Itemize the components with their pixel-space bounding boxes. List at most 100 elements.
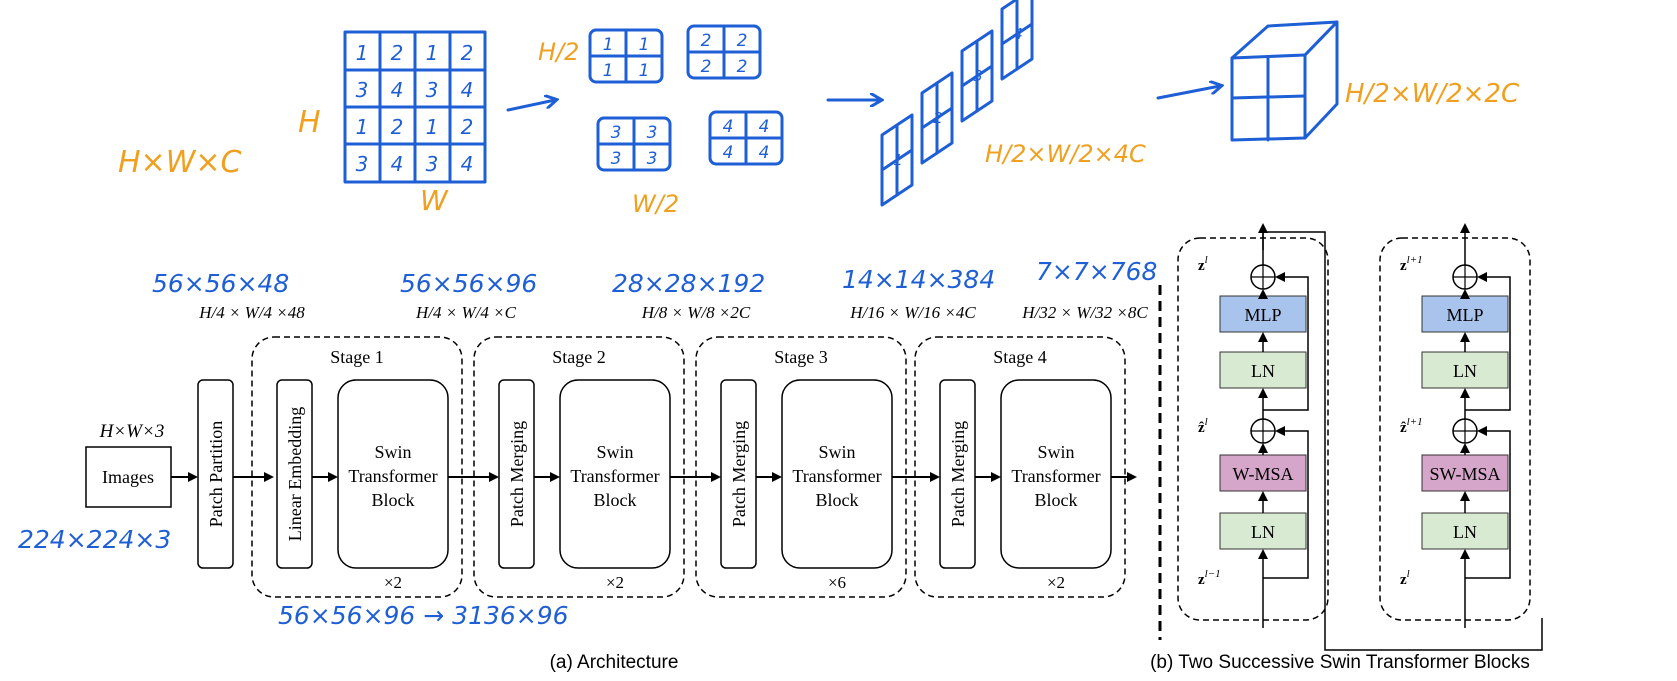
swin-block-label: Block bbox=[594, 490, 637, 510]
ln-box bbox=[1219, 351, 1307, 389]
split-cell: 3 bbox=[647, 123, 658, 143]
z-label: zl bbox=[1198, 254, 1208, 274]
split-cell: 3 bbox=[611, 149, 622, 169]
stage-title: Stage 2 bbox=[552, 347, 606, 367]
annotation-image-size: 224×224×3 bbox=[18, 525, 171, 554]
swin-block-label: Swin bbox=[596, 442, 633, 462]
stack-label: 1 bbox=[893, 151, 903, 169]
swin-block-label: Swin bbox=[818, 442, 855, 462]
handwritten-annotations: 56×56×48 56×56×96 28×28×192 14×14×384 7×… bbox=[18, 257, 1157, 630]
annotation-stage2: 28×28×192 bbox=[612, 269, 765, 298]
msa-box-label: SW-MSA bbox=[1429, 464, 1500, 484]
ln-box-label: LN bbox=[1251, 522, 1275, 542]
stack-label: 2 bbox=[933, 109, 943, 127]
swin-block-label: Transformer bbox=[792, 466, 881, 486]
stack-label: 3 bbox=[973, 67, 983, 85]
dimension-label: H/16 × W/16 ×4C bbox=[849, 303, 976, 322]
dims-2c-label: H/2×W/2×2C bbox=[1345, 79, 1520, 109]
stage-title: Stage 4 bbox=[993, 347, 1047, 367]
annotation-stage4: 7×7×768 bbox=[1036, 257, 1157, 286]
swin-block-box bbox=[781, 379, 893, 569]
split-cell: 3 bbox=[647, 149, 658, 169]
grid-cell: 1 bbox=[426, 41, 439, 65]
arrow-3 bbox=[1156, 86, 1220, 100]
merged-cube bbox=[1230, 20, 1339, 142]
z-label: ẑl+1 bbox=[1400, 416, 1423, 436]
z-label: zl−1 bbox=[1198, 568, 1221, 588]
dimension-label: H/4 × W/4 ×C bbox=[415, 303, 517, 322]
annotation-bottom: 56×56×96 → 3136×96 bbox=[278, 601, 569, 630]
patch-partition-box bbox=[197, 379, 234, 569]
stage-frame bbox=[251, 336, 463, 598]
stage-side-box bbox=[720, 379, 757, 569]
swin-block-label: Swin bbox=[1037, 442, 1074, 462]
split-cell: 2 bbox=[737, 31, 748, 51]
split-cell: 2 bbox=[701, 57, 712, 77]
swin-block-label: Block bbox=[1035, 490, 1078, 510]
grid-cell: 2 bbox=[391, 115, 404, 139]
stack-slice: 3 bbox=[960, 29, 994, 123]
split-cell: 4 bbox=[723, 117, 734, 137]
split-cell: 4 bbox=[759, 117, 770, 137]
swin-block-box bbox=[559, 379, 671, 569]
stage-repeat: ×2 bbox=[1047, 573, 1065, 592]
h-label: H bbox=[298, 105, 321, 140]
swin-block-label: Block bbox=[816, 490, 859, 510]
grid-cell: 3 bbox=[426, 152, 439, 176]
dims-4c-label: H/2×W/2×4C bbox=[985, 140, 1146, 168]
stage-repeat: ×2 bbox=[606, 573, 624, 592]
split-cell: 1 bbox=[603, 61, 614, 81]
stage-group: Stage 4 Patch Merging SwinTransformerBlock… bbox=[914, 336, 1137, 598]
z-label: zl bbox=[1400, 568, 1410, 588]
grid-cell: 1 bbox=[356, 115, 369, 139]
grid-cell: 2 bbox=[461, 115, 474, 139]
annotation-stage3: 14×14×384 bbox=[842, 265, 995, 294]
ln-box-label: LN bbox=[1453, 361, 1477, 381]
swin-block-label: Block bbox=[372, 490, 415, 510]
grid-cell: 4 bbox=[461, 152, 474, 176]
grid-cell: 4 bbox=[461, 78, 474, 102]
swin-block-label: Transformer bbox=[570, 466, 659, 486]
patch-partition-label: Patch Partition bbox=[206, 421, 226, 528]
stage-side-label: Patch Merging bbox=[948, 421, 968, 527]
stage-title: Stage 1 bbox=[330, 347, 384, 367]
w-label: W bbox=[420, 184, 449, 217]
ln-box-label: LN bbox=[1251, 361, 1275, 381]
z-label: zl+1 bbox=[1400, 254, 1423, 274]
stage-frame bbox=[695, 336, 907, 598]
grid-cell: 3 bbox=[426, 78, 439, 102]
swin-block-label: Transformer bbox=[1011, 466, 1100, 486]
swin-block-box bbox=[337, 379, 449, 569]
grid-cell: 3 bbox=[356, 78, 369, 102]
hwc-label: H×W×C bbox=[118, 145, 241, 180]
block-frame bbox=[1177, 237, 1329, 621]
grid-cell: 2 bbox=[461, 41, 474, 65]
grid-cell: 4 bbox=[391, 152, 404, 176]
stack-label: 4 bbox=[1013, 25, 1023, 43]
stage-side-box bbox=[498, 379, 535, 569]
architecture-caption: (a) Architecture bbox=[550, 652, 679, 673]
grid-cell: 1 bbox=[426, 115, 439, 139]
dimension-label: H/4 × W/4 ×48 bbox=[198, 303, 305, 322]
annotation-stage1: 56×56×96 bbox=[400, 269, 537, 298]
stage-title: Stage 3 bbox=[774, 347, 828, 367]
z-label: ẑl bbox=[1198, 416, 1208, 436]
stage-repeat: ×6 bbox=[828, 573, 846, 592]
stage-repeat: ×2 bbox=[384, 573, 402, 592]
grid-cell: 2 bbox=[391, 41, 404, 65]
stack-slice: 2 bbox=[920, 71, 954, 165]
blocks-caption: (b) Two Successive Swin Transformer Bloc… bbox=[1150, 652, 1530, 673]
split-cell: 1 bbox=[639, 35, 650, 55]
split-cell: 4 bbox=[759, 143, 770, 163]
